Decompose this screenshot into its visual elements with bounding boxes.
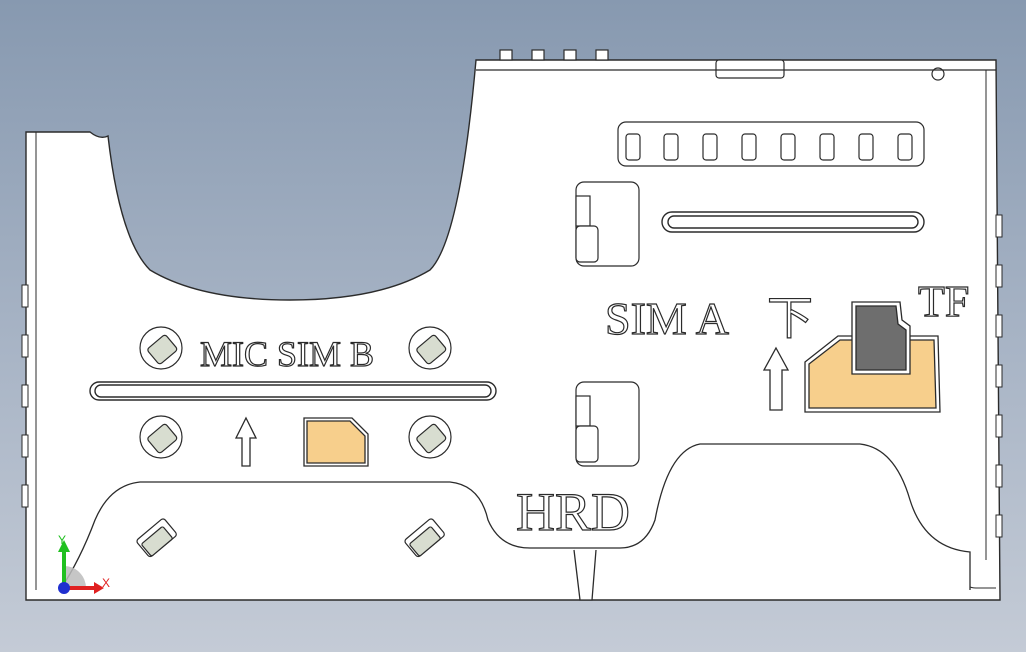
sim-a-label: SIM A: [605, 293, 729, 344]
bottom-recess: [59, 443, 971, 601]
latch-windows: [575, 181, 640, 467]
up-arrow-icon: [234, 346, 790, 467]
bottom-contacts: [136, 518, 445, 558]
coordinate-triad-icon: Y X: [58, 533, 110, 594]
top-pins: [476, 49, 996, 81]
sim-b-card-window: [303, 417, 369, 467]
sim-b-contacts: [139, 326, 452, 459]
triad-y-label: Y: [58, 533, 66, 547]
sim-a-card-window: [804, 301, 941, 413]
down-char-label: 下: [767, 293, 813, 344]
triad-x-label: X: [102, 576, 110, 590]
tf-label: TF: [918, 277, 969, 326]
brand-label: HRD: [516, 482, 630, 542]
mic-sim-b-label: MIC SIM B: [200, 334, 374, 374]
tf-contact-row: [617, 121, 925, 167]
card-slots: [89, 211, 925, 401]
left-edge-tabs: [21, 132, 37, 590]
